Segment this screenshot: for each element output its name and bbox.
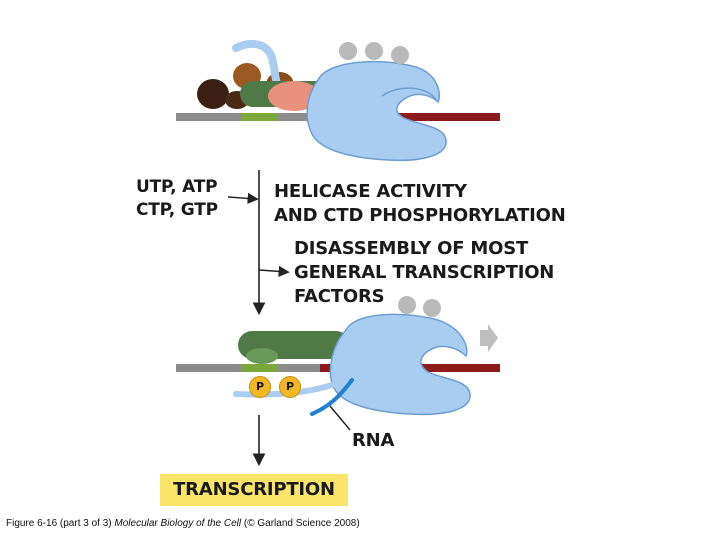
factor-gray-2 [365,42,383,60]
transcription-box: TRANSCRIPTION [160,474,348,506]
factor-gray-3 [391,46,409,64]
bottom-elongation-complex [176,296,500,431]
disassembly-line-1: DISASSEMBLY OF MOST [294,238,529,259]
phosphate-badge-1: P [249,376,271,398]
caption-suffix: (© Garland Science 2008) [243,518,360,529]
bottom-factor-gray-2 [423,299,441,317]
top-preinitiation-complex [176,39,500,162]
rna-strand [310,378,354,416]
helicase-line-1: HELICASE ACTIVITY [274,181,467,202]
factor-salmon [268,81,320,111]
nucleotides-label: UTP, ATP CTP, GTP [136,176,218,222]
caption-prefix: Figure 6-16 (part 3 of 3) [6,518,112,529]
caption-title: Molecular Biology of the Cell [114,518,242,529]
helicase-line-2: AND CTD PHOSPHORYLATION [274,205,566,226]
disassembly-line-3: FACTORS [294,286,385,307]
nucleotides-line-2: CTP, GTP [136,200,218,220]
nucleotide-arrow [227,192,259,204]
direction-arrow [480,324,498,352]
helicase-label: HELICASE ACTIVITY AND CTD PHOSPHORYLATIO… [274,180,566,228]
bottom-rna-polymerase [329,313,471,416]
top-rna-polymerase [306,60,447,162]
bottom-dna-tata [242,364,278,372]
disassembly-label: DISASSEMBLY OF MOST GENERAL TRANSCRIPTIO… [294,237,554,309]
top-pol-inner [381,87,437,101]
figure-caption: Figure 6-16 (part 3 of 3) Molecular Biol… [6,518,360,529]
bottom-factor-gray-1 [398,296,416,314]
disassembly-arrow [258,265,290,277]
bottom-factor-green-light [246,348,278,364]
top-dna-tata [242,113,278,121]
disassembly-line-2: GENERAL TRANSCRIPTION [294,262,555,283]
phosphate-badge-2: P [279,376,301,398]
rna-label: RNA [352,430,395,451]
top-dna-red [320,113,500,121]
factor-gray-1 [339,42,357,60]
rna-leader-line [329,405,351,431]
nucleotides-line-1: UTP, ATP [136,177,218,197]
factor-dark-brown [197,79,229,109]
